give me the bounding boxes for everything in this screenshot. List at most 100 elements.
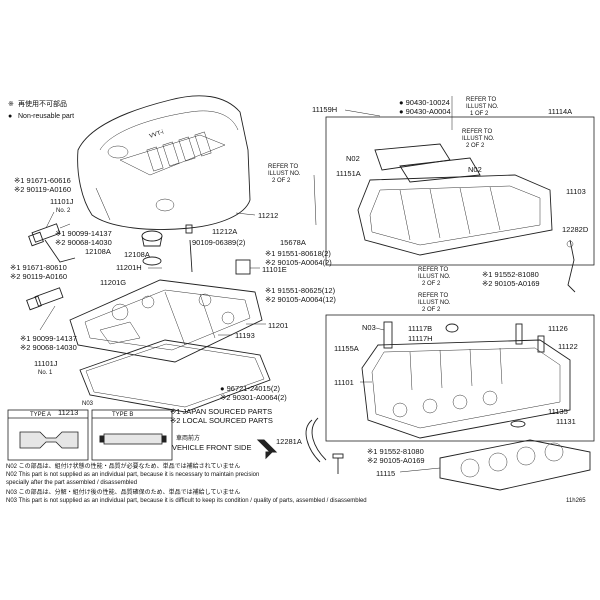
label-15678a: 15678A <box>280 238 306 247</box>
legend-nonreuse-symbol: ● <box>8 113 12 120</box>
refer-a-line1: REFER TO <box>466 97 496 103</box>
label-11101j-top: 11101J <box>50 197 74 206</box>
cylinder-head <box>361 339 571 439</box>
front-label-en: VEHICLE FRONT SIDE <box>172 443 251 452</box>
bolt-bottom <box>332 453 344 474</box>
label-n02-a: N02 <box>346 154 360 163</box>
label-12108: 12108A <box>124 250 150 259</box>
type-a-label: TYPE A <box>30 412 51 418</box>
label-90105-a0169-a: ※2 90105-A0169 <box>482 279 540 288</box>
oil-filler-cap <box>141 230 163 266</box>
label-12281a: 12281A <box>276 437 302 446</box>
cover-logo: VVT-i <box>149 130 165 140</box>
label-11135: 11135 <box>548 407 568 416</box>
label-91671-80610: ※1 91671-80610 <box>10 263 67 272</box>
label-11212: 11212 <box>258 211 278 220</box>
refer-e-line1: REFER TO <box>418 293 448 299</box>
cylinder-head-frame <box>325 314 595 442</box>
label-11201h: 11201H <box>116 263 142 272</box>
refer-d-line2: ILLUST NO. <box>418 274 451 280</box>
label-90109: 90109-06389(2) <box>192 238 246 247</box>
refer-d-line3: 2 OF 2 <box>422 281 441 287</box>
figure-code: 11h265 <box>566 498 586 504</box>
refer-e-line2: ILLUST NO. <box>418 300 451 306</box>
label-90099-14137-b: ※1 90099-14137 <box>20 334 77 343</box>
label-11131: 11131 <box>556 417 576 426</box>
camshaft-frame <box>325 116 595 266</box>
label-11103: 11103 <box>566 187 586 196</box>
bracket-12282d <box>566 239 576 293</box>
camshaft-housing <box>357 143 553 256</box>
front-label-jp: 車両前方 <box>176 434 200 442</box>
cylinder-head-cover <box>69 279 263 363</box>
label-11193: 11193 <box>235 331 255 340</box>
label-90105-a0064-b: ※2 90105-A0064(12) <box>265 295 336 304</box>
label-11122: 11122 <box>558 342 578 351</box>
label-11115: 11115 <box>376 469 395 478</box>
type-symbol: N03 <box>82 401 94 407</box>
legend-reuse-text: 再使用不可部品 <box>18 99 67 108</box>
label-90301-a0064: ※2 90301-A0064(2) <box>220 393 287 402</box>
label-12282d: 12282D <box>562 225 589 234</box>
label-11117h: 11117H <box>408 334 433 343</box>
refer-c-line1: REFER TO <box>268 164 298 170</box>
label-90119-a0160: ※2 90119-A0160 <box>14 185 71 194</box>
legend: ※ 再使用不可部品 ● Non-reusable part <box>8 99 74 120</box>
note-japan-sourced: ※1 JAPAN SOURCED PARTS <box>170 407 272 416</box>
label-11101: 11101 <box>334 378 354 387</box>
label-90099-14137-a: ※1 90099-14137 <box>55 229 112 238</box>
head-gasket <box>439 439 591 491</box>
label-11159h: 11159H <box>312 105 337 114</box>
label-11101j-bottom: 11101J <box>34 359 58 368</box>
label-11101e: 11101E <box>262 265 287 274</box>
label-90068-14030-a: ※2 90068-14030 <box>55 238 112 247</box>
label-12108a: 12108A <box>85 247 111 256</box>
guide-and-plug <box>383 321 545 353</box>
label-11201g: 11201G <box>100 278 126 287</box>
footnote-n03-jp: N03 この部品は、分解・組付け後の性能、品質確保のため、単品では補給していませ… <box>6 488 240 496</box>
label-n02-b: N02 <box>468 165 482 174</box>
refer-b-line3: 2 OF 2 <box>466 143 485 149</box>
label-11151a: 11151A <box>336 169 361 178</box>
legend-nonreuse-text: Non-reusable part <box>18 113 74 120</box>
label-90119-a0160-b: ※2 90119-A0160 <box>10 272 67 281</box>
refer-d-line1: REFER TO <box>418 267 448 273</box>
stud-bolt <box>189 239 193 273</box>
label-90105-a0169-b: ※2 90105-A0169 <box>367 456 425 465</box>
type-b-label: TYPE B <box>112 412 133 418</box>
label-11212a: 11212A <box>212 227 237 236</box>
refer-b-line1: REFER TO <box>462 129 492 135</box>
grommet <box>185 224 193 234</box>
label-96721-24015: ● 96721-24015(2) <box>220 384 280 393</box>
head-cover-gasket <box>79 339 271 413</box>
label-n03: N03 <box>362 323 376 332</box>
label-11201: 11201 <box>268 321 288 330</box>
label-90105-a0064-a: ※2 90105-A0064(2) <box>265 258 332 267</box>
hose-12281a <box>305 417 327 463</box>
label-90430-10024: ● 90430-10024 <box>399 98 450 107</box>
label-11213: 11213 <box>58 408 78 417</box>
label-11155a: 11155A <box>334 344 359 353</box>
refer-e-line3: 2 OF 2 <box>422 307 441 313</box>
label-11126: 11126 <box>548 324 568 333</box>
footnote-n02-jp: N02 この部品は、組付け状態の性能・品質が必要なため、単品では補給されていませ… <box>6 462 240 470</box>
footnote-n02-en-1: N02 This part is not supplied as an indi… <box>6 472 259 478</box>
ignition-coil-lower <box>26 287 64 331</box>
ignition-coil-upper <box>28 223 76 263</box>
label-91552-81080-a: ※1 91552-81080 <box>482 270 539 279</box>
footnotes: N02 この部品は、組付け状態の性能・品質が必要なため、単品では補給されていませ… <box>6 462 367 504</box>
label-11114a: 11114A <box>548 107 572 116</box>
refer-a-line2: ILLUST NO. <box>466 104 499 110</box>
front-arrow-icon <box>256 439 278 460</box>
ring-11131 <box>510 420 526 428</box>
footnote-n02-en-2: specially after the part assembled / dis… <box>6 480 137 486</box>
type-boxes: N03 TYPE A TYPE B <box>7 401 173 461</box>
label-91551-80625: ※1 91551-80625(12) <box>265 286 336 295</box>
footnote-n03-en: N03 This part is not supplied as an indi… <box>6 498 367 504</box>
label-91551-80618: ※1 91551-80618(2) <box>265 249 331 258</box>
label-91552-81080-b: ※1 91552-81080 <box>367 447 424 456</box>
legend-reuse-symbol: ※ <box>8 101 14 108</box>
refer-c-line3: 2 OF 2 <box>272 178 291 184</box>
label-90430-a0004: ● 90430-A0004 <box>399 107 451 116</box>
